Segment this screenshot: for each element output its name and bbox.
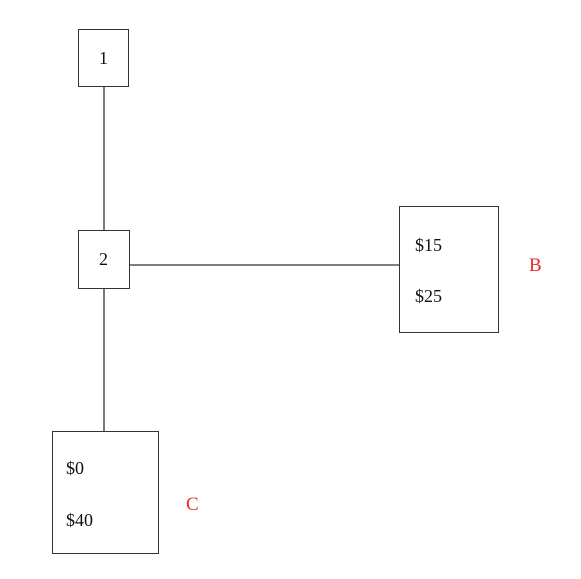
terminal-node-c: $0 $40	[52, 431, 159, 554]
payoff-c-first: $0	[66, 458, 84, 478]
node-1-label: 1	[99, 48, 108, 68]
terminal-node-b: $15 $25	[399, 206, 499, 333]
payoff-c-second: $40	[66, 510, 93, 530]
node-2-label: 2	[99, 249, 108, 269]
decision-node-1: 1	[78, 29, 129, 87]
player-label-c: C	[186, 494, 199, 515]
payoff-b-first: $15	[415, 235, 442, 255]
decision-node-2: 2	[78, 230, 130, 289]
payoff-b-second: $25	[415, 286, 442, 306]
player-label-b: B	[529, 255, 542, 276]
